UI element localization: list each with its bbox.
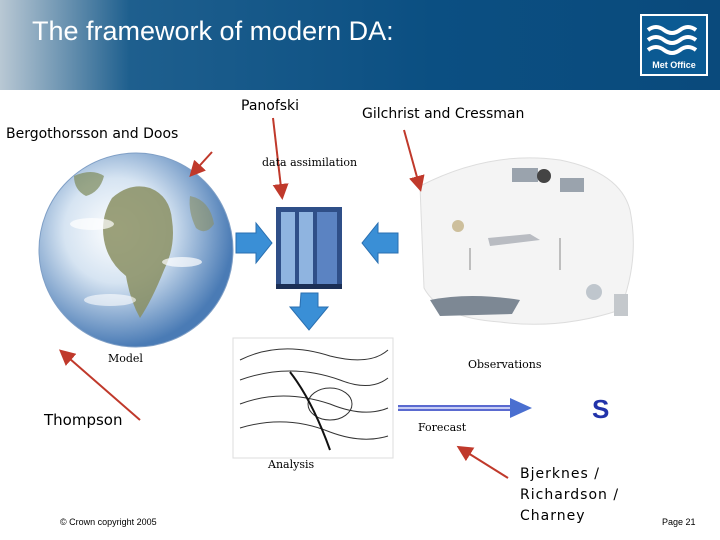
observations-to-computer-arrow (362, 223, 398, 263)
gilchrist-label: Gilchrist and Cressman (362, 106, 524, 122)
bergothorsson-label: Bergothorsson and Doos (6, 126, 178, 142)
bjerknes-richardson-charney-label: Bjerknes / Richardson / Charney (520, 464, 638, 527)
gilchrist-arrow (404, 130, 420, 188)
computer-to-analysis-arrow (290, 293, 328, 330)
earth-globe-image (39, 153, 233, 347)
copyright-notice: © Crown copyright 2005 (60, 517, 157, 527)
forecast-label: Forecast (418, 421, 466, 434)
bergothorsson-arrow (192, 152, 212, 174)
thompson-label: Thompson (44, 411, 122, 429)
weather-analysis-map-image (233, 338, 393, 458)
model-to-computer-arrow (236, 223, 272, 263)
panofski-label: Panofski (241, 98, 299, 114)
bjerknes-arrow (460, 448, 508, 478)
forecast-arrow (398, 398, 532, 418)
data-assimilation-label: data assimilation (262, 156, 357, 169)
page-number: Page 21 (662, 517, 696, 527)
analysis-label: Analysis (268, 458, 314, 471)
fragment-letter-s: S (592, 394, 609, 425)
observations-label: Observations (468, 358, 542, 371)
supercomputer-image (276, 207, 342, 289)
model-label: Model (108, 352, 143, 365)
observing-system-image (420, 158, 633, 324)
